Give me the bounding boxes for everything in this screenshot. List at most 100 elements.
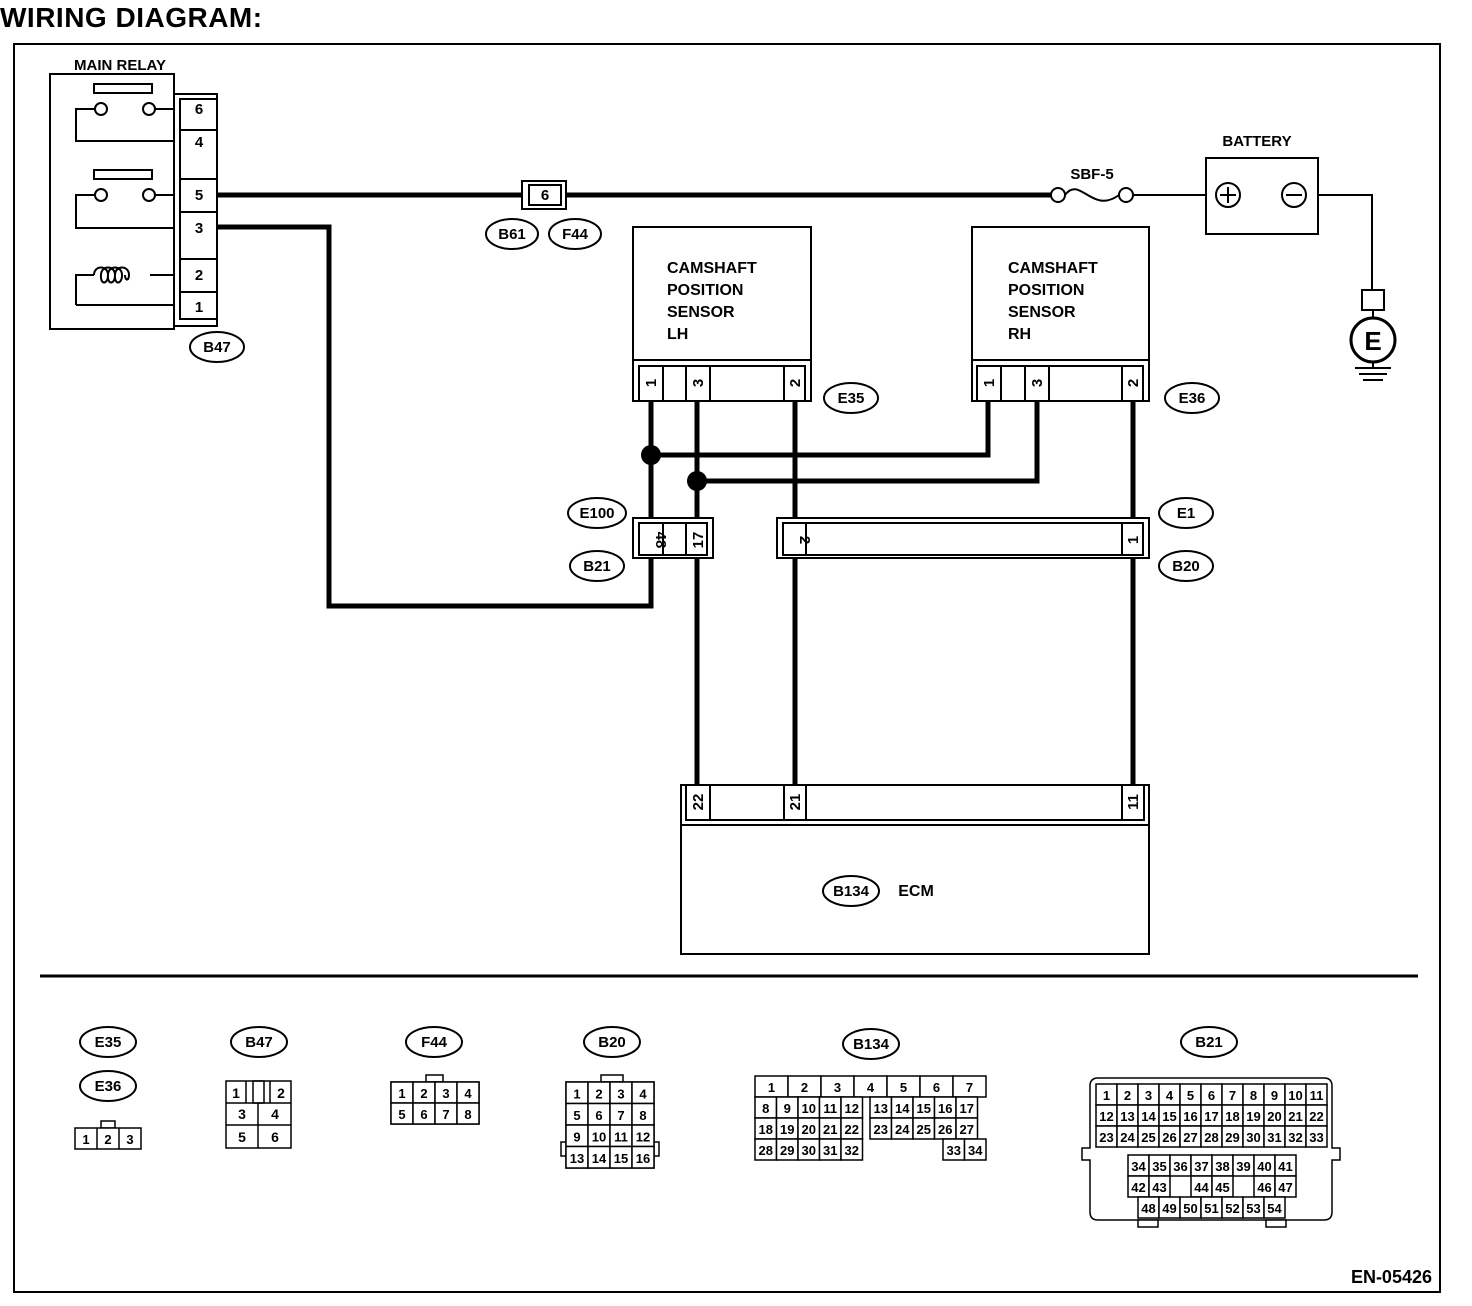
view-b21-pin-33-cell (1305, 1125, 1328, 1148)
connector-b21-label: B21 (583, 558, 611, 575)
ecm: 22 21 11 B134 ECM (680, 784, 1150, 955)
connector-view-e35: E35 E36 1 2 3 (74, 1026, 142, 1150)
connector-e36-label: E36 (1179, 390, 1206, 407)
view-b134-pin-15: 15 (917, 1101, 931, 1116)
view-b21-pin-32: 32 (1288, 1130, 1302, 1145)
cmp-lh-line-3: SENSOR (667, 304, 735, 321)
view-b47-pin-2: 2 (277, 1085, 285, 1101)
view-b134-pin-34: 34 (968, 1143, 983, 1158)
view-b21-pin-54: 54 (1267, 1201, 1282, 1216)
view-b21-pin-36: 36 (1173, 1159, 1187, 1174)
connector-b61-label: B61 (498, 226, 526, 243)
wire-battery-to-ground (1318, 194, 1373, 290)
view-f44-pin-8-cell (456, 1102, 480, 1125)
connector-b134-label: B134 (833, 883, 870, 900)
wire-rh-pin1 (651, 401, 991, 458)
view-b21-pin-27: 27 (1183, 1130, 1197, 1145)
view-b20-pin-14: 14 (592, 1151, 607, 1166)
cmp-lh-line-2: POSITION (667, 282, 743, 299)
view-b134-pin-22: 22 (845, 1122, 859, 1137)
view-b134-pin-21: 21 (823, 1122, 837, 1137)
view-b21-pin-17: 17 (1204, 1109, 1218, 1124)
cmp-rh-line-4: RH (1008, 326, 1031, 343)
wires (217, 192, 1373, 785)
fuse: SBF-5 (1050, 166, 1134, 203)
view-b21-pin-23: 23 (1099, 1130, 1113, 1145)
view-b20-pin-2: 2 (595, 1087, 602, 1102)
view-b134-pin-31: 31 (823, 1143, 837, 1158)
view-b134-pin-28: 28 (759, 1143, 773, 1158)
relay-pin-2: 2 (195, 267, 203, 284)
view-b134-pin-24: 24 (895, 1122, 910, 1137)
wire-relay-to-e100 (217, 224, 654, 609)
view-f44-pin-3: 3 (442, 1086, 449, 1101)
view-b21-pin-29: 29 (1225, 1130, 1239, 1145)
cmp-rh-pin-3: 3 (1029, 379, 1046, 387)
relay-pin-5: 5 (195, 187, 203, 204)
connector-view-b47: B47 1 2 3 4 5 6 (225, 1026, 292, 1149)
view-b21-pin-8: 8 (1250, 1088, 1257, 1103)
view-b134-pin-2: 2 (801, 1080, 808, 1095)
view-b20-pin-13: 13 (570, 1151, 584, 1166)
view-b20-pin-16: 16 (636, 1151, 650, 1166)
view-b21-pin-21: 21 (1288, 1109, 1302, 1124)
view-b134-pin-7: 7 (966, 1080, 973, 1095)
view-b21-pin-6: 6 (1208, 1088, 1215, 1103)
view-b21-pin-42: 42 (1131, 1180, 1145, 1195)
view-b21-pin-16: 16 (1183, 1109, 1197, 1124)
view-b21-pin-33: 33 (1309, 1130, 1323, 1145)
connector-b20-label: B20 (1172, 558, 1200, 575)
view-b21-pin-7: 7 (1229, 1088, 1236, 1103)
view-b21-pin-52: 52 (1225, 1201, 1239, 1216)
view-b47-pin-5: 5 (238, 1129, 246, 1145)
view-b134-pin-23: 23 (874, 1122, 888, 1137)
camshaft-sensor-lh: CAMSHAFT POSITION SENSOR LH 1 3 2 E35 (632, 226, 879, 414)
view-b20-pin-12: 12 (636, 1130, 650, 1145)
cmp-lh-line-4: LH (667, 326, 688, 343)
view-b20-label: B20 (598, 1034, 626, 1051)
relay-pin-6: 6 (195, 101, 203, 118)
view-b20-pin-3: 3 (617, 1087, 624, 1102)
view-e35-pin-2: 2 (104, 1132, 111, 1147)
view-b21-pin-15: 15 (1162, 1109, 1176, 1124)
view-b21-pin-38: 38 (1215, 1159, 1229, 1174)
view-b134-pin-34-cell (963, 1138, 987, 1161)
view-b134-pin-8: 8 (762, 1101, 769, 1116)
view-b21-label: B21 (1195, 1034, 1223, 1051)
view-b21-pin-35: 35 (1152, 1159, 1166, 1174)
view-b21-pin-4: 4 (1166, 1088, 1174, 1103)
diagram-frame (13, 43, 1441, 1293)
view-e35-label: E35 (95, 1034, 122, 1051)
main-relay: MAIN RELAY 6 4 5 3 2 1 B47 (49, 57, 245, 363)
view-e35-pin-3: 3 (126, 1132, 133, 1147)
joint-connector-e100-b21: 48 17 E100 B21 (567, 497, 714, 582)
view-b20-pin-9: 9 (573, 1130, 580, 1145)
view-b20-pin-16-cell (631, 1145, 655, 1169)
view-b20-pin-8: 8 (639, 1108, 646, 1123)
view-b134-pin-10: 10 (802, 1101, 816, 1116)
document-id: EN-05426 (1351, 1267, 1432, 1287)
diagram-title: WIRING DIAGRAM: (0, 2, 263, 33)
view-b21-pin-25: 25 (1141, 1130, 1155, 1145)
battery: BATTERY (1205, 133, 1319, 235)
camshaft-sensor-rh: CAMSHAFT POSITION SENSOR RH 1 3 2 E36 (971, 226, 1220, 414)
view-b21-pin-13: 13 (1120, 1109, 1134, 1124)
view-b21-pin-50: 50 (1183, 1201, 1197, 1216)
connector-b47-label: B47 (203, 339, 231, 356)
view-b20-pin-4: 4 (639, 1087, 647, 1102)
view-b21-pin-46: 46 (1257, 1180, 1271, 1195)
view-b134-pin-19: 19 (780, 1122, 794, 1137)
view-b21-pin-10: 10 (1288, 1088, 1302, 1103)
view-f44-pin-5: 5 (398, 1107, 405, 1122)
view-b134-pin-9: 9 (784, 1101, 791, 1116)
e100-pin-17: 17 (690, 532, 707, 549)
cmp-lh-pin-1: 1 (643, 379, 660, 387)
ground-symbol: E (1349, 289, 1397, 381)
view-b47-pin-6: 6 (271, 1129, 279, 1145)
view-b20-pin-5: 5 (573, 1108, 580, 1123)
wire-rh-pin3 (697, 401, 1040, 484)
view-b134-pin-32-cell (840, 1138, 864, 1161)
